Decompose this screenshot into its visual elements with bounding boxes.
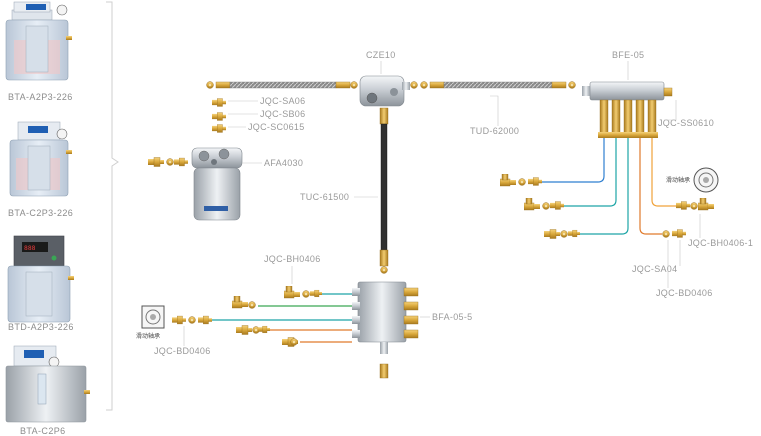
afa4030-filter [148,147,243,221]
label-afa4030: AFA4030 [264,158,303,168]
product-label-2: BTA-C2P3-226 [8,208,73,218]
cze10-tee-block [359,75,410,107]
main-hose-right [420,81,576,89]
product-label-1: BTA-A2P3-226 [8,92,73,102]
bfe-output-tubes [540,138,676,235]
cze10-nut-right [410,81,418,89]
label-jqc-sc0615: JQC-SC0615 [248,122,305,132]
bfa055-distributor [352,281,419,379]
label-tuc-61500: TUC-61500 [300,192,349,202]
label-bfa-05-5: BFA-05-5 [432,312,472,322]
tuc61500-hose [379,107,389,274]
label-tud-62000: TUD-62000 [470,126,519,136]
label-bearing-right: 滑动轴承 [666,176,690,184]
label-jqc-sb06: JQC-SB06 [260,109,305,119]
label-jqc-bd0406-left: JQC-BD0406 [154,346,211,356]
product-bracket [106,1,119,411]
label-jqc-ss0610: JQC-SS0610 [658,118,714,128]
label-jqc-bh0406-1: JQC-BH0406-1 [688,238,753,248]
product-bta-c2p6 [5,345,90,423]
bearing-icon-left [141,305,165,329]
bfe05-distributor [582,81,673,138]
label-jqc-bh0406-top: JQC-BH0406 [264,254,321,264]
product-bta-a2p3-226 [5,1,72,81]
bearing-icon-right [693,167,719,193]
label-bearing-left: 滑动轴承 [136,332,160,340]
label-jqc-sa06: JQC-SA06 [260,96,305,106]
bfa-output-tubes [210,293,352,343]
svg-text:888: 888 [24,245,36,252]
main-hose-left [206,81,358,89]
label-jqc-bd0406-right: JQC-BD0406 [656,288,713,298]
pump-side-fittings [212,98,226,133]
label-cze10: CZE10 [366,50,396,60]
label-bfe-05: BFE-05 [612,50,644,60]
product-btd-a2p3-226: 888 [7,235,74,323]
product-label-4: BTA-C2P6 [20,426,66,436]
product-bta-c2p3-226 [9,121,72,197]
left-branch-fittings [172,286,322,347]
product-label-3: BTD-A2P3-226 [8,322,74,332]
label-jqc-sa04: JQC-SA04 [632,264,677,274]
